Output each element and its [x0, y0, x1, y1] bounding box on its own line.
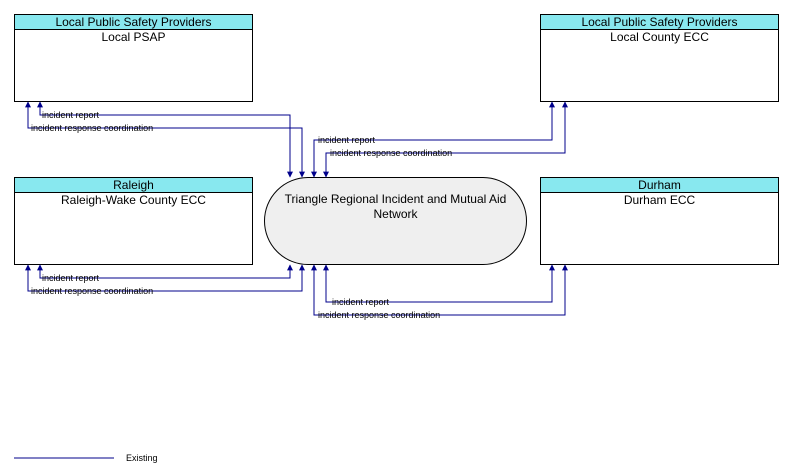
flow-psap-report-label: incident report: [42, 110, 100, 120]
flow-raleigh-incident-response-coordination[interactable]: [25, 264, 305, 292]
flow-durham-incident-response-coordination[interactable]: [311, 264, 568, 316]
node-durham-header: Durham: [541, 178, 778, 193]
node-local-county-ecc-header: Local Public Safety Providers: [541, 15, 778, 30]
node-raleigh-title: Raleigh-Wake County ECC: [61, 193, 206, 207]
flow-durham-report-label: incident report: [332, 297, 390, 307]
flow-raleigh-report-label: incident report: [42, 273, 100, 283]
flow-psap-incident-response-coordination[interactable]: [25, 101, 305, 178]
node-triangle-regional-network[interactable]: Triangle Regional Incident and Mutual Ai…: [264, 177, 527, 265]
hub-title: Triangle Regional Incident and Mutual Ai…: [284, 192, 507, 221]
legend-existing-label: Existing: [126, 453, 158, 463]
node-raleigh-header: Raleigh: [15, 178, 252, 193]
node-local-psap-title: Local PSAP: [101, 30, 166, 44]
flow-durham-coord-label: incident response coordination: [318, 310, 440, 320]
flow-psap-coord-label: incident response coordination: [31, 123, 153, 133]
node-local-county-ecc-title: Local County ECC: [610, 30, 709, 44]
flow-county-coord-label: incident response coordination: [330, 148, 452, 158]
node-raleigh-wake-county-ecc[interactable]: Raleigh Raleigh-Wake County ECC: [14, 177, 253, 265]
node-local-psap-header: Local Public Safety Providers: [15, 15, 252, 30]
flow-raleigh-coord-label: incident response coordination: [31, 286, 153, 296]
flow-county-report-label: incident report: [318, 135, 376, 145]
flow-raleigh-incident-report[interactable]: [37, 264, 293, 279]
flow-county-incident-response-coordination[interactable]: [323, 101, 568, 178]
node-local-county-ecc[interactable]: Local Public Safety Providers Local Coun…: [540, 14, 779, 102]
flow-durham-incident-report[interactable]: [323, 264, 555, 303]
node-durham-title: Durham ECC: [623, 193, 696, 207]
node-local-psap[interactable]: Local Public Safety Providers Local PSAP: [14, 14, 253, 102]
node-durham-ecc[interactable]: Durham Durham ECC: [540, 177, 779, 265]
